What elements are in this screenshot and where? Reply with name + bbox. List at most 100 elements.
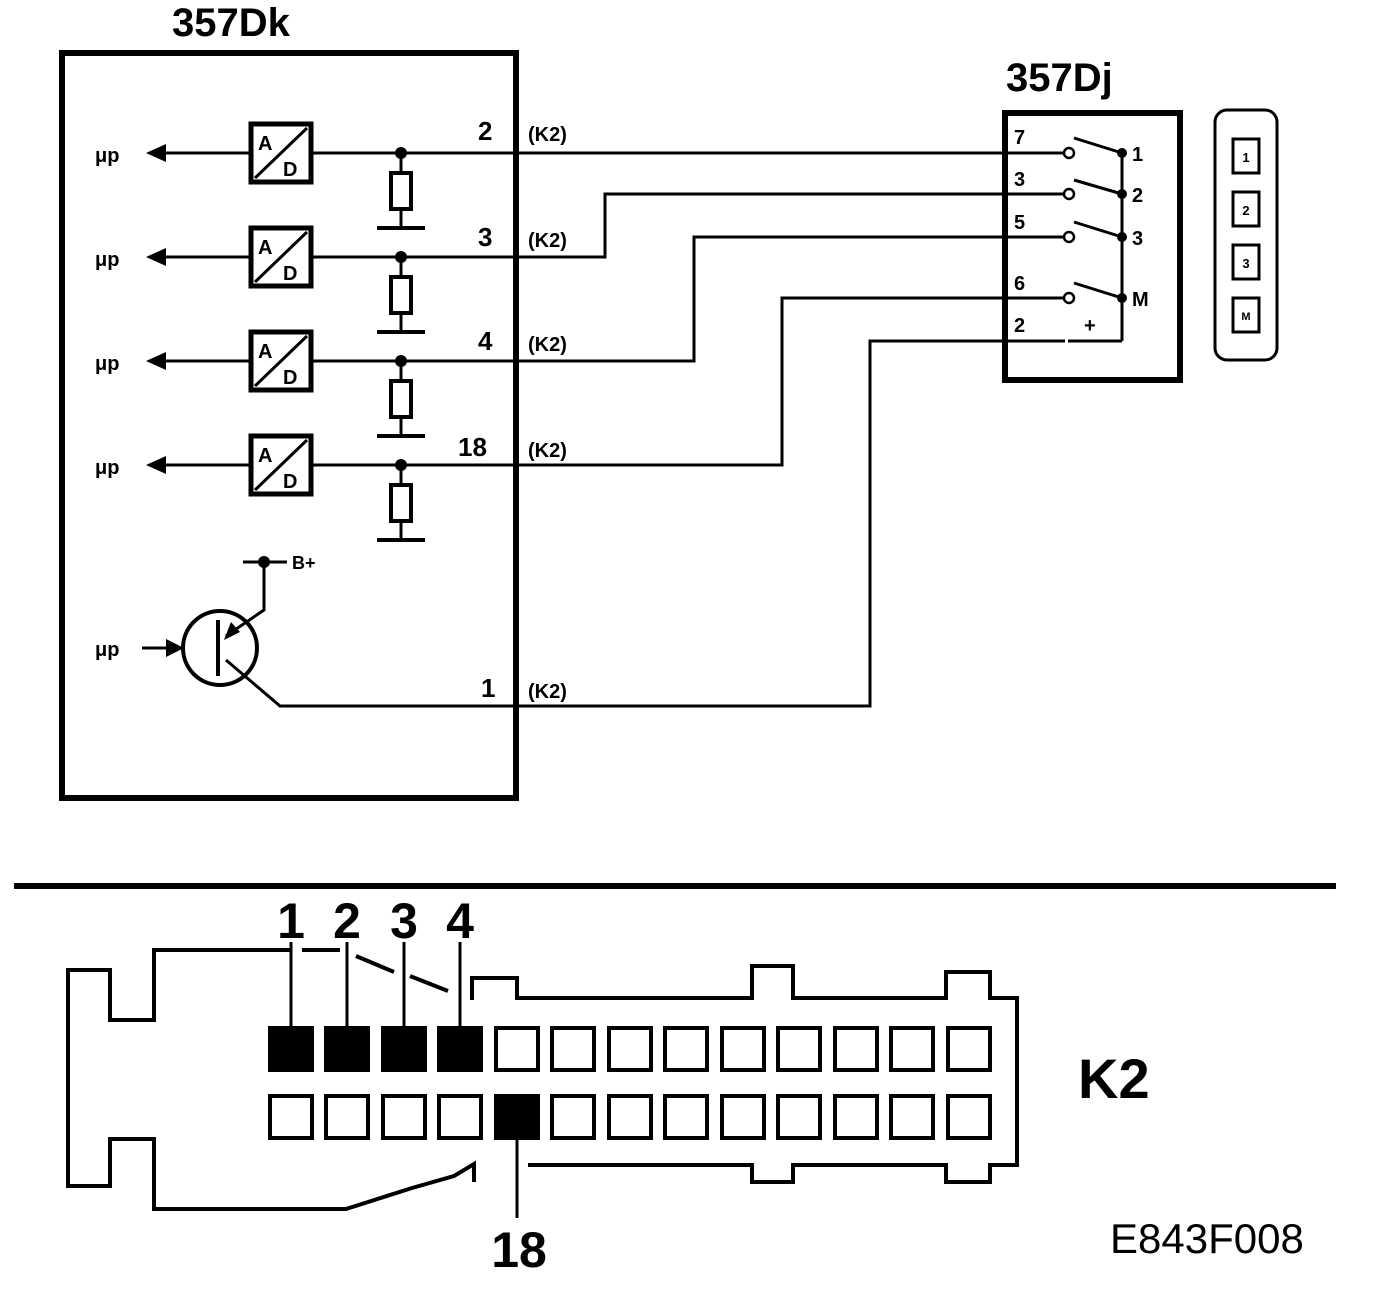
selector-label: M [1241,311,1250,323]
ad-label-a: A [258,133,272,155]
pin-callout: 1 [277,893,305,949]
pin-empty [889,1094,935,1140]
connector-tag: (K2) [528,440,567,462]
switch-pin: 6 [1014,273,1025,295]
pin-callout: 3 [390,893,418,949]
pin-empty [324,1094,370,1140]
pin-empty [494,1026,540,1072]
pin-callout: 18 [491,1222,547,1278]
pin-empty [720,1094,766,1140]
selector-label: 2 [1242,203,1249,218]
ad-label-a: A [258,237,272,259]
ad-label-d: D [283,471,297,493]
pin-empty [268,1094,314,1140]
arrow-right-icon [166,639,184,657]
pin-empty [437,1094,483,1140]
connector-tag: (K2) [528,124,567,146]
resistor [389,483,413,523]
switch-pin: 7 [1014,127,1025,149]
resistor [389,275,413,315]
pin-used [268,1026,314,1072]
ad-label-d: D [283,159,297,181]
drawing-code: E843F008 [1110,1215,1304,1262]
pin-callout: 4 [446,893,474,949]
connector-label: K2 [1078,1047,1150,1110]
ecu-transistor-pin-1: B+ μp 1 (K2) [95,339,1065,708]
up-label: μp [95,249,119,271]
ecu-box [59,50,519,801]
connector-bottom-row [268,1094,992,1140]
pin-number: 2 [478,116,492,146]
pin-callout: 2 [333,893,361,949]
ecu-channel-pin-18: μp A D 18 (K2) [95,296,1065,542]
ad-label-d: D [283,367,297,389]
switch-position-label: 2 [1132,185,1143,207]
ad-label-a: A [258,341,272,363]
switch-title: 357Dj [1006,56,1113,100]
arrow-left-icon [146,248,166,266]
pin-empty [607,1026,653,1072]
contact-open [1062,291,1076,305]
selector-body [1213,108,1279,362]
resistor [389,171,413,211]
arrow-left-icon [146,144,166,162]
pin-used [324,1026,370,1072]
up-label: μp [95,353,119,375]
switch-pin: 3 [1014,169,1025,191]
switch-pin: 5 [1014,212,1025,234]
ecu-title: 357Dk [172,1,291,45]
selector-indicator: 1 2 3 M [1213,108,1279,362]
pin-empty [776,1094,822,1140]
pin-empty [663,1026,709,1072]
connector-outline [470,964,1019,1184]
bplus-label: B+ [292,553,316,573]
pin-empty [550,1026,596,1072]
ad-label-a: A [258,445,272,467]
selector-label: 1 [1242,150,1249,165]
pin-empty [720,1026,766,1072]
connector-k2: 1 2 3 4 18 [66,893,1019,1278]
pin-empty [833,1094,879,1140]
pin-empty [776,1026,822,1072]
contact-open [1062,187,1076,201]
connector-tag: (K2) [528,230,567,252]
switch-box [1002,110,1183,383]
arrow-left-icon [146,352,166,370]
pin-number: 3 [478,222,492,252]
pin-used [381,1026,427,1072]
connector-top-row [268,1026,992,1072]
pin-empty [381,1094,427,1140]
switch-contacts: 7 3 5 6 2 1 2 3 M + [1014,127,1149,343]
pin-empty [607,1094,653,1140]
arrow-emitter-icon [224,622,240,640]
ecu-channel-pin-2: μp A D 2 (K2) [95,116,1065,230]
pin-number: 4 [478,326,493,356]
connector-tag: (K2) [528,334,567,356]
pin-empty [550,1094,596,1140]
up-label: μp [95,145,119,167]
pin-empty [889,1026,935,1072]
pin-number: 18 [458,432,487,462]
selector-label: 3 [1242,256,1249,271]
ecu-channel-pin-4: μp A D 4 (K2) [95,235,1065,438]
ecu-channel-pin-3: μp A D 3 (K2) [95,192,1065,334]
resistor [389,379,413,419]
switch-position-label: 1 [1132,144,1143,166]
switch-plus-label: + [1084,315,1096,337]
up-label: μp [95,457,119,479]
up-label: μp [95,639,119,661]
pin-empty [946,1026,992,1072]
switch-pin: 2 [1014,315,1025,337]
switch-position-label: M [1132,289,1149,311]
pin-empty [663,1094,709,1140]
contact-open [1062,146,1076,160]
pin-used [437,1026,483,1072]
ad-label-d: D [283,263,297,285]
pin-empty [833,1026,879,1072]
switch-position-label: 3 [1132,228,1143,250]
connector-tag: (K2) [528,681,567,703]
pin-number: 1 [481,673,495,703]
contact-open [1062,230,1076,244]
arrow-left-icon [146,456,166,474]
